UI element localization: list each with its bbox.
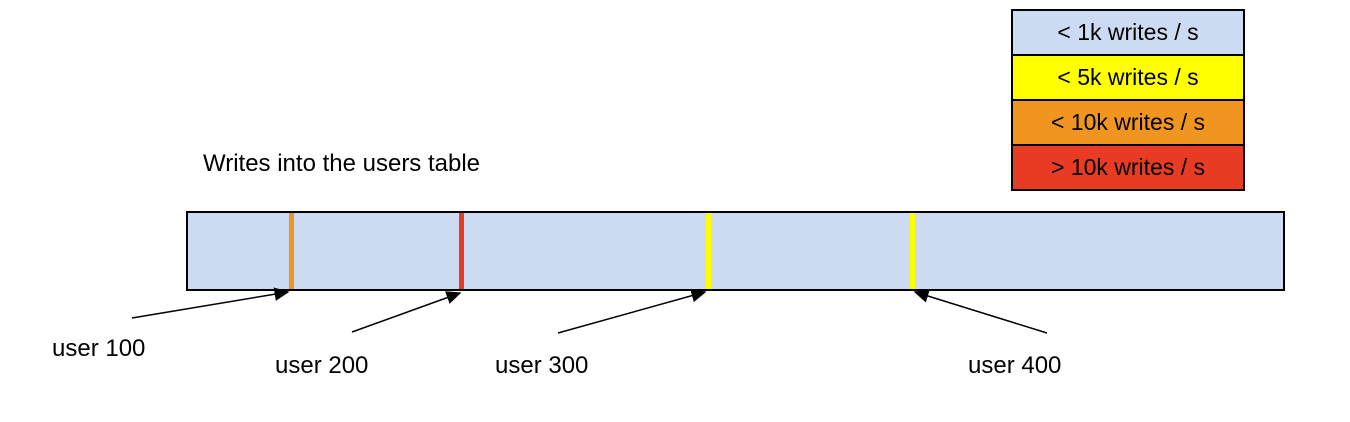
label-user-300: user 300 — [495, 352, 589, 379]
users-table-bar — [186, 211, 1285, 291]
diagram-title: Writes into the users table — [203, 150, 481, 177]
label-user-100: user 100 — [52, 335, 146, 362]
legend-label: < 5k writes / s — [1057, 64, 1199, 90]
label-user-200: user 200 — [275, 352, 369, 379]
legend-label: > 10k writes / s — [1050, 154, 1206, 180]
arrow-user-200 — [351, 291, 462, 333]
label-user-400: user 400 — [968, 352, 1062, 379]
legend-row-2: < 10k writes / s — [1011, 99, 1245, 146]
hotspot-marker-user-300 — [706, 213, 711, 289]
legend-row-3: > 10k writes / s — [1011, 144, 1245, 191]
legend-label: < 1k writes / s — [1057, 19, 1199, 45]
legend-row-0: < 1k writes / s — [1011, 9, 1245, 56]
arrow-user-300 — [557, 289, 707, 334]
hotspot-marker-user-400 — [910, 213, 915, 289]
legend-row-1: < 5k writes / s — [1011, 54, 1245, 101]
arrow-user-400 — [913, 289, 1048, 334]
hotspot-marker-user-200 — [459, 213, 464, 289]
legend-label: < 10k writes / s — [1050, 109, 1206, 135]
legend: < 1k writes / s < 5k writes / s < 10k writ… — [1011, 9, 1245, 191]
arrow-user-100 — [131, 287, 290, 319]
hotspot-marker-user-100 — [289, 213, 294, 289]
